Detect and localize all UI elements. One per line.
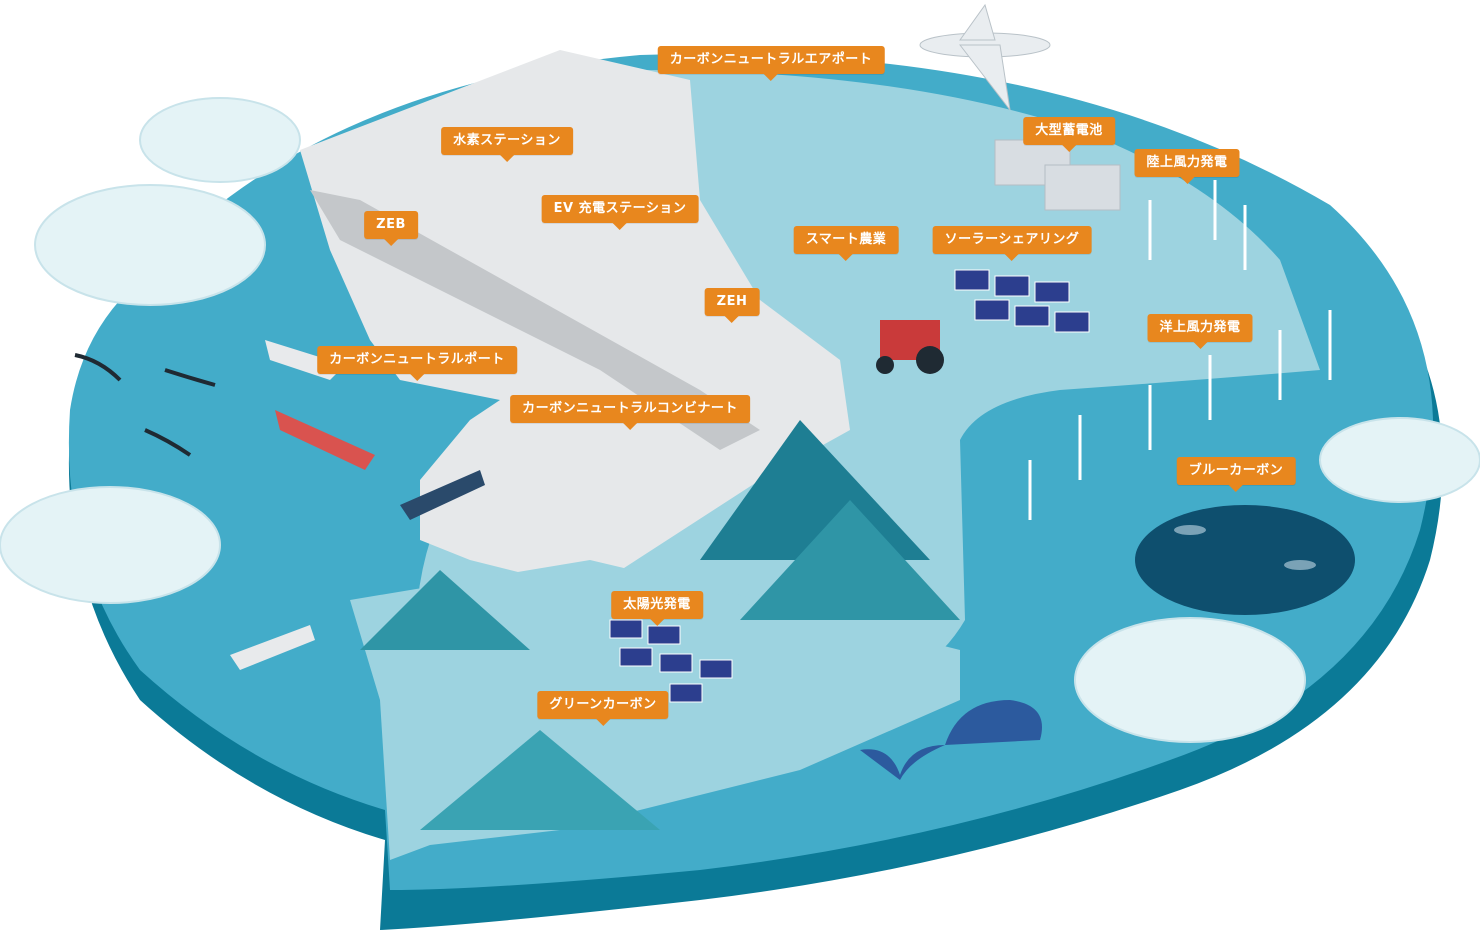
label-offshore-wind: 洋上風力発電	[1147, 314, 1253, 349]
battery-buildings	[994, 139, 1121, 211]
label-hydrogen-station: 水素ステーション	[441, 127, 573, 162]
cloud	[1319, 417, 1480, 503]
label-blue-carbon: ブルーカーボン	[1176, 457, 1296, 492]
label-battery: 大型蓄電池	[1023, 117, 1115, 152]
cloud	[139, 97, 301, 183]
road	[310, 190, 760, 450]
solar-panel-icon	[609, 269, 1090, 703]
clouds	[0, 97, 1480, 743]
tractor-icon	[876, 320, 944, 374]
label-onshore-wind: 陸上風力発電	[1134, 149, 1240, 184]
label-zeb: ZEB	[364, 211, 418, 246]
blue-carbon-pool	[1135, 505, 1355, 615]
bird-icon	[74, 353, 216, 457]
city-land	[300, 50, 850, 590]
label-solar-power: 太陽光発電	[611, 591, 703, 626]
label-kombinat: カーボンニュートラルコンビナート	[510, 395, 750, 430]
label-ev-station: EV 充電ステーション	[541, 195, 699, 230]
label-smart-agriculture: スマート農業	[793, 226, 899, 261]
cloud	[34, 184, 266, 306]
ship-icon	[230, 340, 485, 670]
mountain	[740, 500, 960, 620]
label-airport: カーボンニュートラルエアポート	[657, 46, 885, 81]
mountains	[360, 420, 960, 830]
cloud	[0, 486, 221, 604]
wind-turbine-icon	[1028, 180, 1332, 520]
cloud	[1074, 617, 1306, 743]
mountain	[360, 570, 530, 650]
whale-icon	[860, 700, 1042, 780]
label-port: カーボンニュートラルポート	[317, 346, 517, 381]
label-green-carbon: グリーンカーボン	[537, 691, 669, 726]
label-zeh: ZEH	[704, 288, 760, 323]
fish-icon	[1174, 525, 1316, 570]
airplane-icon	[919, 3, 1051, 111]
label-solar-sharing: ソーラーシェアリング	[932, 226, 1092, 261]
mountain	[420, 730, 660, 830]
